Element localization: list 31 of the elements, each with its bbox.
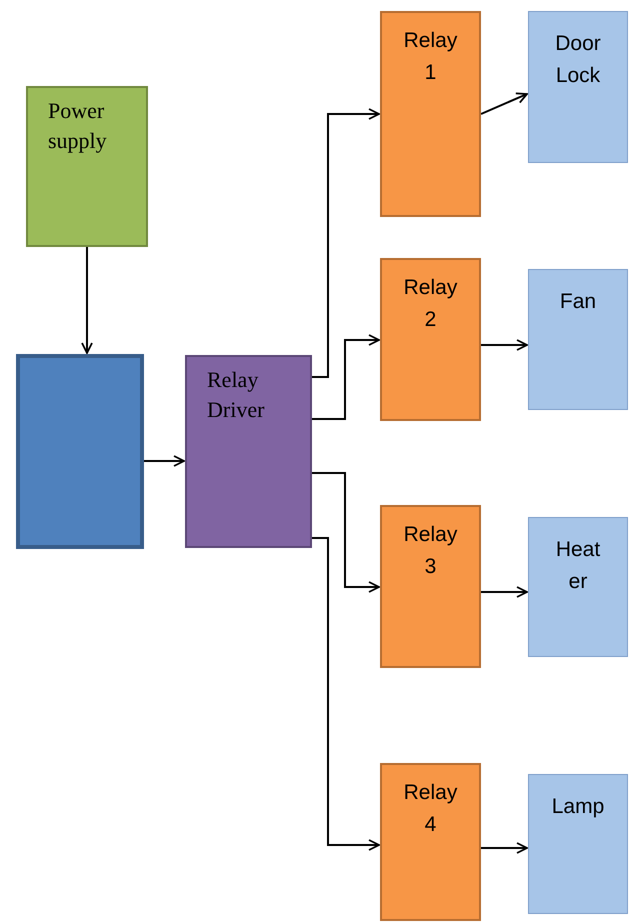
arrow — [312, 108, 380, 378]
arrow — [481, 586, 528, 598]
power-supply-box — [26, 86, 148, 247]
controller-box — [16, 354, 144, 549]
relay-box — [380, 505, 481, 668]
arrow — [144, 455, 185, 467]
arrow — [81, 247, 93, 354]
node-label: Relay 2 — [402, 275, 458, 333]
load-box — [528, 11, 628, 163]
node-label: Fan — [558, 289, 598, 315]
node-label: Power supply — [48, 97, 108, 155]
arrow — [481, 339, 528, 351]
arrow — [312, 472, 380, 593]
node-label: Relay 4 — [402, 780, 458, 838]
node-label: Door Lock — [554, 31, 602, 89]
load-box — [528, 269, 628, 410]
load-box — [528, 517, 628, 657]
relay-driver-box — [185, 355, 312, 548]
relay-box — [380, 258, 481, 421]
arrow — [481, 842, 528, 854]
node-label: Relay 3 — [402, 522, 458, 580]
load-box — [528, 774, 628, 914]
arrow — [480, 92, 528, 115]
arrow — [312, 334, 380, 420]
arrow — [312, 537, 380, 851]
relay-box — [380, 763, 481, 921]
relay-box — [380, 11, 481, 217]
node-label: Lamp — [550, 794, 606, 820]
node-label: Relay 1 — [402, 28, 458, 86]
node-label: Relay Driver — [207, 366, 266, 424]
node-label: Heater — [554, 537, 602, 595]
